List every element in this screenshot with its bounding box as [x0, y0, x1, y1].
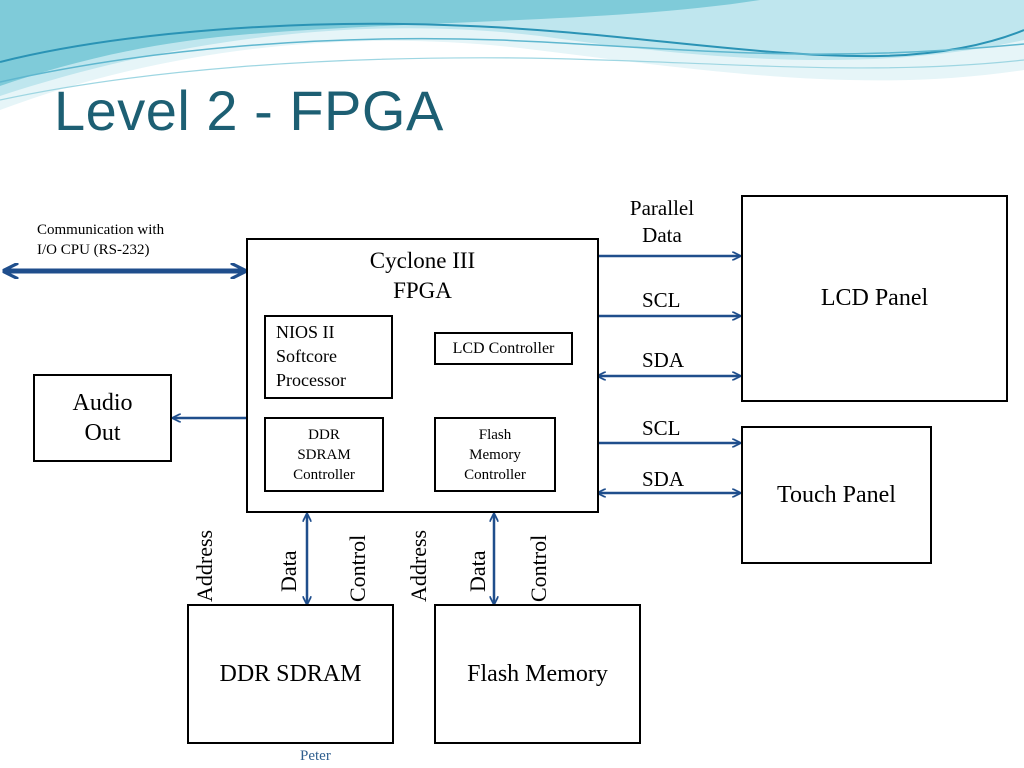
slide-title: Level 2 - FPGA: [54, 79, 444, 142]
flash-control-label: Control: [526, 534, 551, 602]
lcd-controller-block: LCD Controller: [434, 332, 573, 365]
rs232-label: Communication with I/O CPU (RS-232): [37, 222, 165, 258]
sda-touch-label: SDA: [642, 467, 685, 491]
touch-panel-label: Touch Panel: [777, 482, 896, 508]
lcd-panel-block: LCD Panel: [741, 195, 1008, 402]
footer-author: Peter: [300, 748, 331, 764]
nios-processor-block: NIOS II Softcore Processor: [264, 315, 393, 399]
flash-controller-block: Flash Memory Controller: [434, 417, 556, 492]
ddr-sdram-block: DDR SDRAM: [187, 604, 394, 744]
flash-memory-block: Flash Memory: [434, 604, 641, 744]
lcd-panel-label: LCD Panel: [820, 285, 929, 311]
ddr-address-label: Address: [192, 529, 217, 602]
touch-panel-block: Touch Panel: [741, 426, 932, 564]
flash-data-label: Data: [465, 550, 490, 592]
scl-touch-label: SCL: [642, 416, 681, 440]
wave-header-decoration: [0, 0, 1024, 110]
ddr-data-label: Data: [276, 550, 301, 592]
fpga-title: Cyclone III FPGA: [369, 248, 476, 303]
ddr-controller-block: DDR SDRAM Controller: [264, 417, 384, 492]
sda-lcd-label: SDA: [642, 348, 685, 372]
parallel-data-label: Parallel Data: [629, 196, 695, 247]
audio-out-block: Audio Out: [33, 374, 172, 462]
flash-address-label: Address: [406, 529, 431, 602]
scl-lcd-label: SCL: [642, 288, 681, 312]
ddr-control-label: Control: [345, 534, 370, 602]
